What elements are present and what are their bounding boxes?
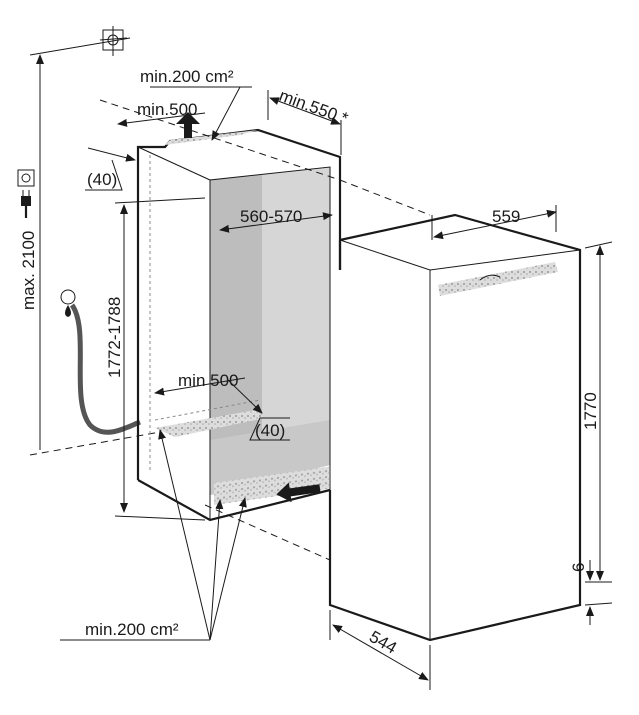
appliance-height-label: 1770 — [581, 392, 600, 430]
max-height-label: max. 2100 — [19, 231, 38, 310]
appliance-depth-dimension — [332, 624, 429, 681]
top-width-label: min.500 — [137, 100, 197, 119]
depth-guide — [339, 179, 431, 216]
bottom-gap-label: (40) — [255, 421, 285, 440]
appliance-depth-label: 544 — [366, 627, 400, 658]
wall-anchor-icon — [99, 26, 128, 56]
airflow-in-arrow — [276, 482, 321, 503]
depth-guide — [204, 504, 331, 561]
niche-width-label: 560-570 — [240, 207, 302, 226]
top-gap-label: (40) — [87, 170, 117, 189]
niche-height-label: 1772-1788 — [105, 297, 124, 378]
socket-icon — [17, 169, 35, 187]
airflow-up-arrow — [176, 112, 200, 138]
floor-line — [29, 431, 161, 456]
ceiling-line — [29, 37, 131, 56]
top-width-dimension — [117, 112, 206, 127]
top-vent-area-label: min.200 cm² — [140, 67, 234, 86]
appliance-width-label: 559 — [492, 207, 520, 226]
appliance — [328, 213, 582, 642]
bottom-vent-area-label: min.200 cm² — [85, 620, 179, 639]
niche-width-dimension — [219, 212, 333, 233]
bottom-width-label: min 500 — [178, 371, 238, 390]
appliance-width-dimension — [433, 209, 557, 240]
depth-min-label: min.550 * — [277, 86, 351, 129]
water-connection-icon — [60, 289, 76, 317]
depth-min-dimension — [269, 97, 341, 125]
niche — [136, 128, 342, 522]
plug-icon — [21, 190, 31, 218]
depth-guide — [99, 99, 341, 181]
plinth-label: 6 — [569, 563, 588, 572]
